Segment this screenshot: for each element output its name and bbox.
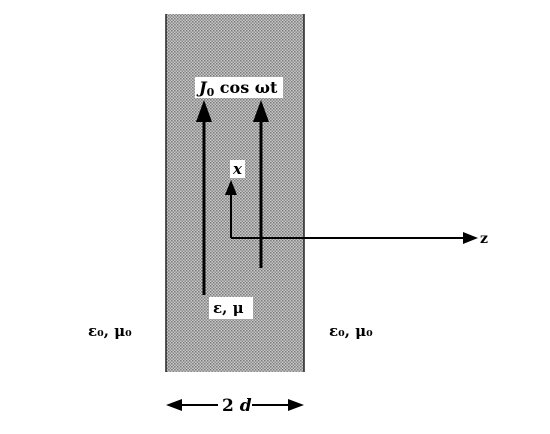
slab-material-label: ε, μ [213,299,244,317]
current-label-box [195,77,283,98]
thickness-label-text: 2 [222,396,234,416]
current-label: J0 cos ωt [196,78,278,99]
thickness-label: 2 d [222,396,252,416]
thickness-label-variable: d [240,396,252,416]
left-medium-label: ε₀, μ₀ [88,322,132,340]
current-label-subscript: 0 [207,86,215,99]
right-medium-label: ε₀, μ₀ [329,322,373,340]
current-arrow-right [253,100,269,268]
x-axis-arrow [225,180,237,238]
z-axis-arrow [231,232,478,244]
x-axis-label: x [232,160,243,178]
x-label-box [230,160,245,178]
current-arrow-left [196,100,212,295]
z-axis-label: z [480,231,488,247]
material-label-box [209,297,253,319]
current-label-main: J [196,78,208,97]
thickness-dimension [166,399,304,411]
current-label-rest: cos ωt [214,78,278,97]
